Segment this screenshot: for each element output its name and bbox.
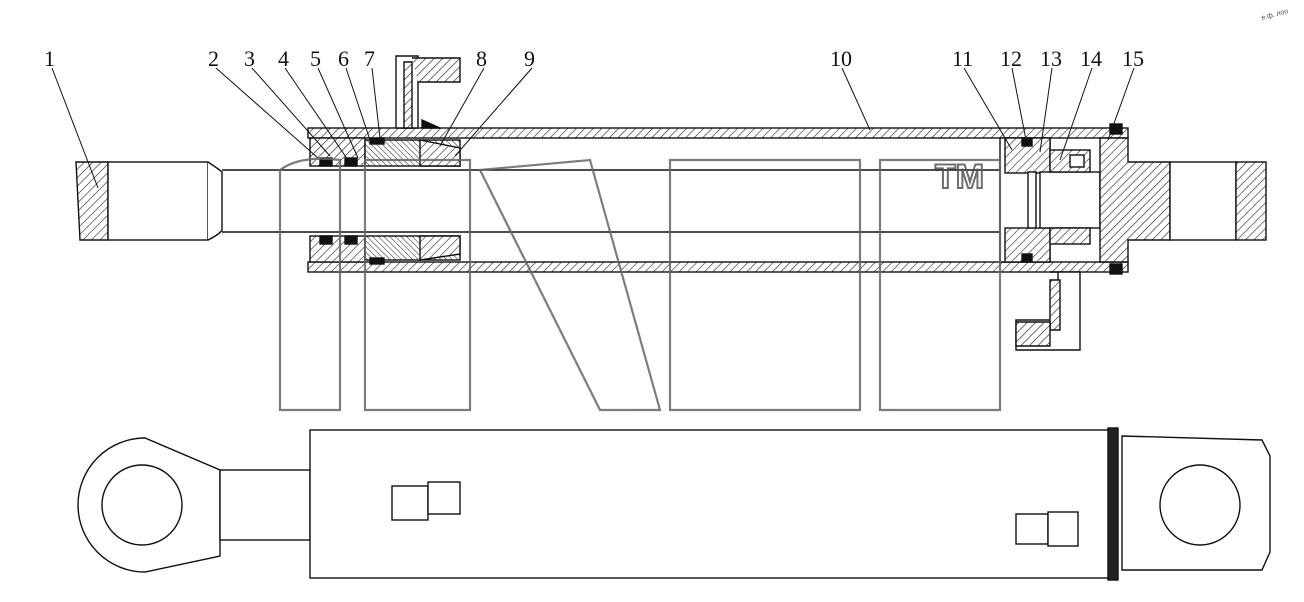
port-fitting-bottom [1015,271,1081,351]
watermark-logo: TM [278,157,1002,412]
callout-8: 8 [476,46,487,71]
callout-1: 1 [44,46,55,71]
callout-2: 2 [208,46,219,71]
port-fitting-rear [1015,511,1079,547]
rod-end-1 [75,161,1000,241]
port-fitting-front [391,481,461,521]
trademark-mark: TM [935,158,984,196]
barrel-band [1107,427,1119,581]
callout-15: 15 [1122,46,1144,71]
corner-note: е.ф. лоо [1261,8,1289,22]
rod-eye-bore [101,464,183,546]
exterior-view [77,427,1271,581]
callout-11: 11 [952,46,973,71]
callout-12: 12 [1000,46,1022,71]
callout-4: 4 [278,46,289,71]
port-fitting-top [395,55,461,129]
callout-13: 13 [1040,46,1062,71]
gland-assembly [309,137,461,265]
callout-labels: 1 2 3 4 5 6 7 8 9 10 11 12 13 14 15 [44,46,1144,71]
piston-assembly [999,137,1101,263]
rod-exterior [219,469,311,541]
callout-3: 3 [244,46,255,71]
callout-9: 9 [524,46,535,71]
rear-cap [1099,123,1267,275]
clevis-bore [1159,464,1241,546]
callout-5: 5 [310,46,321,71]
callout-6: 6 [338,46,349,71]
callout-7: 7 [364,46,375,71]
callout-14: 14 [1080,46,1102,71]
callout-10: 10 [830,46,852,71]
barrel-10 [307,127,1129,273]
callout-leaders [51,67,1135,189]
